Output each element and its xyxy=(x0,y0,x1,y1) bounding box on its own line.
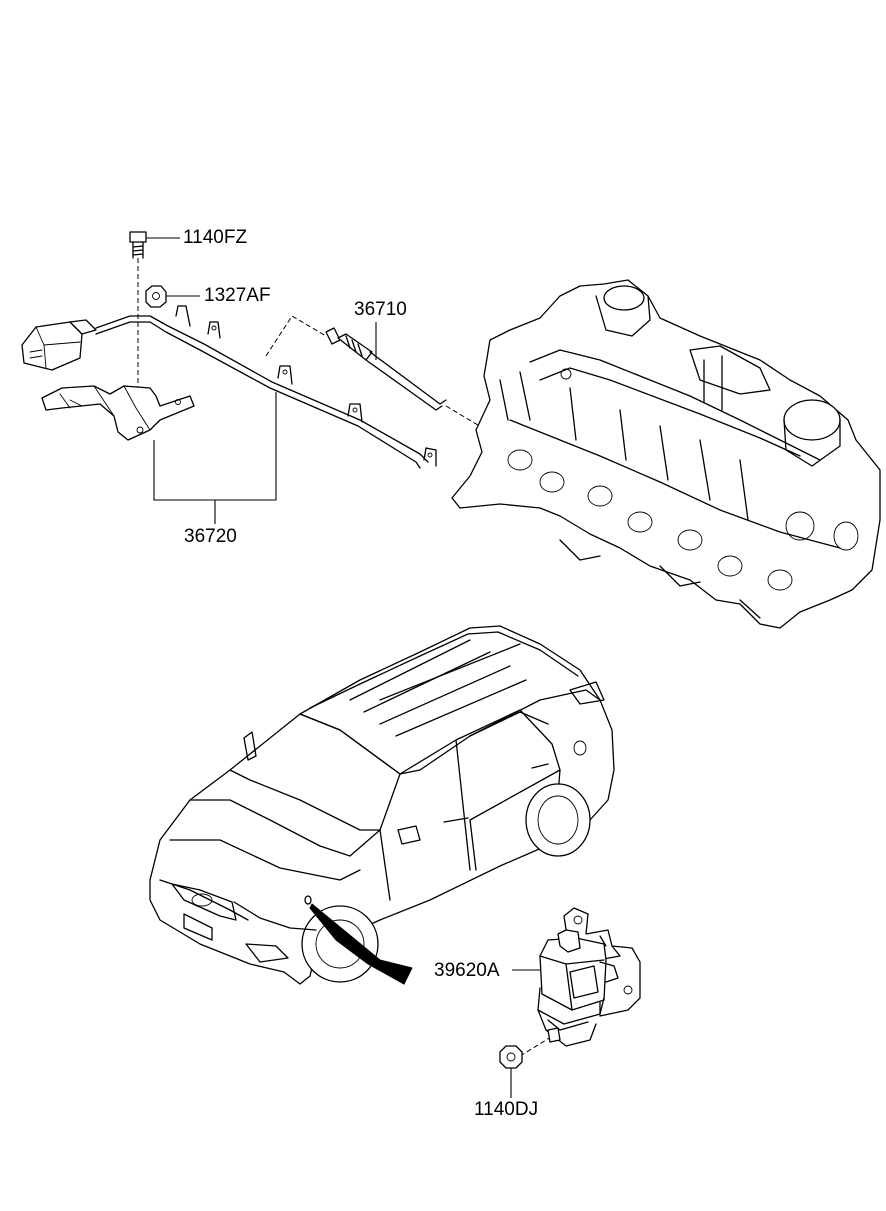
engine-cylinder-head-drawing xyxy=(451,279,881,629)
nut-1327af-drawing xyxy=(145,285,200,308)
part-label-36720[interactable]: 36720 xyxy=(184,526,237,547)
part-label-1140dj[interactable]: 1140DJ xyxy=(474,1099,539,1120)
part-label-39620a[interactable]: 39620A xyxy=(434,960,500,981)
nut-1140dj-drawing xyxy=(499,1045,523,1098)
harness-plug-dashline xyxy=(265,315,327,357)
harness-bracket-drawing xyxy=(41,385,195,441)
glow-relay-39620a-drawing xyxy=(512,907,641,1057)
glow-plug-36710-drawing xyxy=(325,322,447,411)
vehicle-suv-drawing xyxy=(149,625,615,985)
bolt-1140fz-drawing xyxy=(129,231,180,259)
glow-harness-36720-drawing xyxy=(95,305,437,469)
part-label-36710[interactable]: 36710 xyxy=(354,299,407,320)
harness-connector-drawing xyxy=(21,319,97,371)
part-label-1327af[interactable]: 1327AF xyxy=(204,285,271,306)
part-label-1140fz[interactable]: 1140FZ xyxy=(183,227,248,248)
location-pointer xyxy=(309,903,413,985)
harness-leader xyxy=(153,392,277,524)
